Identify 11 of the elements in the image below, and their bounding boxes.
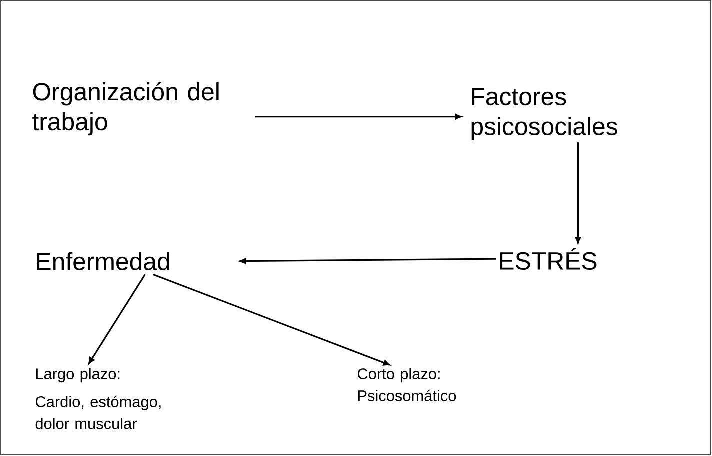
arrow bbox=[255, 114, 462, 120]
arrow bbox=[575, 142, 582, 244]
text-label: Corto plazo: Psicosomático bbox=[358, 368, 456, 402]
text-label: Enfermedad bbox=[37, 252, 170, 270]
arrow bbox=[152, 274, 390, 366]
text-label: Factores psicosociales bbox=[472, 88, 618, 140]
text-label: Organización del trabajo bbox=[32, 82, 219, 136]
text-label: Largo plazo: Cardio, estómago, dolor muscular bbox=[36, 368, 161, 430]
text-label: ESTRÉS bbox=[500, 248, 597, 270]
arrow bbox=[240, 258, 496, 264]
arrow bbox=[88, 274, 146, 364]
